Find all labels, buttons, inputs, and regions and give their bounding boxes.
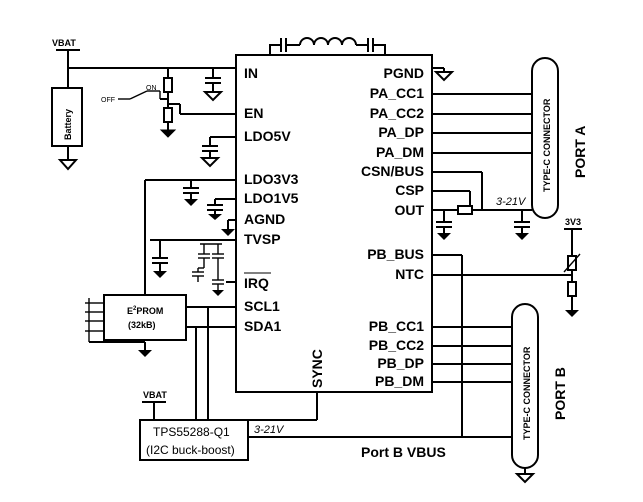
pin-pgnd: PGND: [384, 65, 424, 81]
buck-boost-chip: [139, 419, 249, 461]
pin-irq: IRQ: [244, 275, 269, 291]
ground-icon: [159, 129, 177, 138]
en-resistor-top: [163, 77, 173, 93]
ground-icon: [199, 157, 221, 168]
connector-a-label: TYPE-C CONNECTOR: [542, 98, 552, 192]
pin-scl1: SCL1: [244, 298, 280, 314]
en-resistor-bottom: [163, 107, 173, 123]
pin-pb-dp: PB_DP: [377, 355, 424, 371]
pin-pb-bus: PB_BUS: [367, 246, 424, 262]
pin-pb-cc1: PB_CC1: [369, 318, 424, 334]
pin-ldo3v3: LDO3V3: [244, 171, 299, 187]
ground-icon: [515, 233, 529, 240]
ntc-resistor: [567, 281, 577, 297]
pin-pa-dm: PA_DM: [376, 144, 424, 160]
ground-icon: [57, 159, 79, 171]
ground-icon: [184, 199, 198, 206]
vbat-bottom-label: VBAT: [143, 390, 167, 400]
eeprom-chip: [103, 294, 187, 341]
ground-icon: [202, 91, 224, 102]
port-b-label: PORT B: [552, 367, 568, 420]
eeprom-label: E2PROM: [127, 306, 163, 316]
battery-label: Battery: [63, 109, 73, 140]
ground-icon: [138, 350, 152, 357]
v3v3-label: 3V3: [565, 217, 581, 227]
switch-off-label: OFF: [101, 97, 115, 104]
ground-icon: [437, 233, 451, 240]
pin-pb-cc2: PB_CC2: [369, 337, 424, 353]
ground-icon: [433, 71, 455, 82]
buck-boost-desc-label: (I2C buck-boost): [146, 443, 235, 457]
pin-csp: CSP: [395, 182, 424, 198]
eeprom-size-label: (32kB): [128, 320, 156, 330]
ground-icon: [153, 271, 167, 278]
inductor-icon: [299, 37, 357, 46]
port-b-vbus-label: Port B VBUS: [361, 444, 446, 460]
ic-body: [235, 54, 433, 393]
pin-in: IN: [244, 65, 258, 81]
ground-icon: [212, 290, 224, 296]
range-a-label: 3-21V: [496, 196, 527, 208]
vbat-top-label: VBAT: [52, 38, 76, 48]
ground-icon: [565, 310, 579, 317]
pin-pa-cc1: PA_CC1: [370, 85, 424, 101]
pin-pa-cc2: PA_CC2: [370, 105, 424, 121]
pin-ldo5v: LDO5V: [244, 128, 291, 144]
top-inductor-network: [269, 37, 386, 55]
pin-agnd: AGND: [244, 211, 285, 227]
ground-icon: [208, 214, 222, 220]
switch-on-label: ON: [146, 85, 157, 92]
pin-csn-bus: CSN/BUS: [361, 163, 424, 179]
ground-icon: [221, 229, 235, 236]
connector-b-label: TYPE-C CONNECTOR: [522, 346, 532, 440]
sense-resistor: [457, 205, 473, 215]
ground-icon: [514, 473, 536, 484]
port-a-label: PORT A: [572, 126, 588, 178]
pin-pb-dm: PB_DM: [375, 373, 424, 389]
pin-sda1: SDA1: [244, 318, 282, 334]
pin-sync: SYNC: [309, 349, 325, 388]
range-b-label: 3-21V: [254, 424, 285, 436]
pin-tvsp: TVSP: [244, 231, 281, 247]
pin-ntc: NTC: [395, 266, 424, 282]
buck-boost-part-label: TPS55288-Q1: [153, 425, 230, 439]
pin-en: EN: [244, 105, 263, 121]
pin-pa-dp: PA_DP: [378, 124, 424, 140]
pin-out: OUT: [394, 202, 424, 218]
type-c-connector-a[interactable]: [531, 57, 559, 219]
pin-ldo1v5: LDO1V5: [244, 190, 299, 206]
